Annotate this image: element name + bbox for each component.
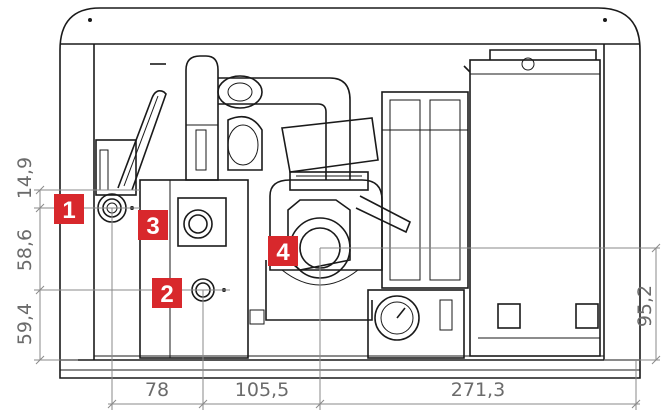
dim-left-58-6: 58,6 [14,229,36,271]
callout-2: 2 [152,278,182,308]
callout-1: 1 [54,194,84,224]
dim-right-95-2: 95,2 [634,285,656,327]
enclosure-frame [59,7,641,379]
callout-2-label: 2 [160,281,173,308]
dim-left-14-9: 14,9 [14,157,36,199]
callout-4: 4 [268,236,298,266]
dimension-lines [35,185,661,409]
dim-left-59-4: 59,4 [14,303,36,345]
callout-3: 3 [138,210,168,240]
internal-components [95,49,601,359]
callout-3-label: 3 [146,213,159,240]
dim-bottom-78: 78 [145,379,169,401]
callout-1-label: 1 [62,197,75,224]
center-lines [34,189,660,410]
callout-4-label: 4 [276,239,290,266]
dim-bottom-271-3: 271,3 [451,379,505,401]
dim-bottom-105-5: 105,5 [235,379,289,401]
